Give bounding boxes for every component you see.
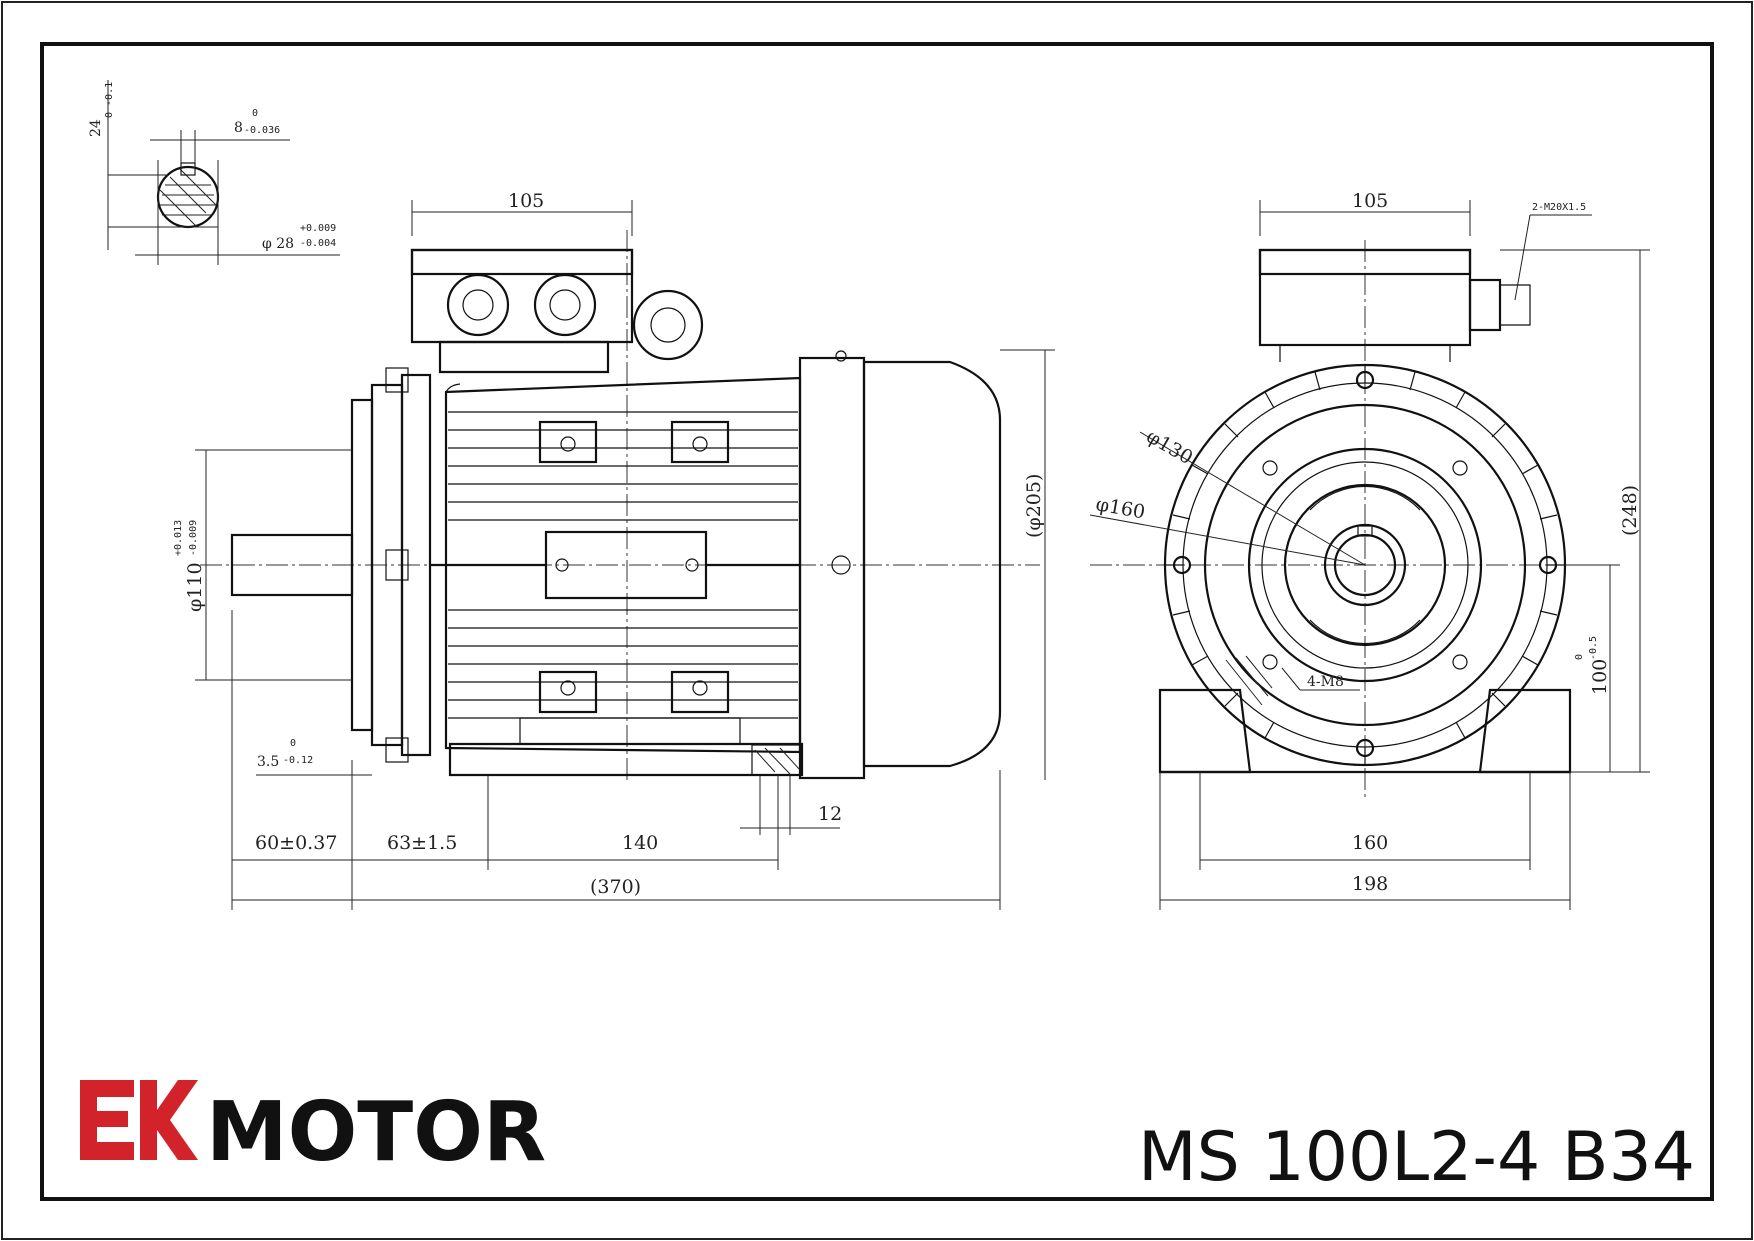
front-bolt-holes: 4-M8 xyxy=(1307,674,1344,690)
side-terminal-box-width: 105 xyxy=(508,190,544,212)
front-shaft-height-tol-lower: -0.5 xyxy=(1588,636,1599,660)
drawing-frame xyxy=(40,42,1714,1201)
side-flange-dia-tol-lower: -0.009 xyxy=(188,520,199,556)
shaft-dia-tol-upper: +0.009 xyxy=(300,223,336,234)
side-flange-dia-tol-upper: +0.013 xyxy=(173,520,184,556)
side-overall-length: (370) xyxy=(590,876,641,898)
front-shaft-height: 100 xyxy=(1589,659,1611,695)
key-width-tol-upper: 0 xyxy=(252,108,258,119)
side-shaft-to-foot: 63±1.5 xyxy=(387,832,457,854)
front-pcd-outer: φ160 xyxy=(1094,493,1147,523)
front-base-width: 198 xyxy=(1352,873,1388,895)
motor-front-view: 105 2-M20X1.5 φ130 φ160 4-M8 (248) 100 0… xyxy=(1089,190,1650,910)
side-foot-spacing: 140 xyxy=(622,832,658,854)
front-overall-height: (248) xyxy=(1619,485,1641,536)
keyway-height-tol: 0 -0.1 xyxy=(104,82,115,118)
side-overall-height: (φ205) xyxy=(1023,474,1045,538)
shaft-key-detail: 24 0 -0.1 8 0 -0.036 φ 28 +0.009 -0.004 xyxy=(88,80,340,265)
front-gland: 2-M20X1.5 xyxy=(1532,202,1586,213)
brand-name: MOTOR xyxy=(206,1085,546,1180)
model-number: MS 100L2-4 B34 xyxy=(1138,1118,1695,1197)
shaft-dia-tol-lower: -0.004 xyxy=(300,238,336,249)
keyway-height-label: 24 xyxy=(88,119,104,137)
front-pcd-inner: φ130 xyxy=(1143,425,1197,469)
shaft-dia-label: φ 28 xyxy=(262,236,294,252)
key-width-tol-lower: -0.036 xyxy=(244,125,280,136)
side-spigot: 3.5 xyxy=(257,754,279,770)
front-terminal-box-width: 105 xyxy=(1352,190,1388,212)
side-shaft-len: 60±0.37 xyxy=(255,832,337,854)
ek-logo-mark xyxy=(80,1080,198,1160)
side-foot-hole: 12 xyxy=(818,803,842,825)
front-shaft-height-tol-upper: 0 xyxy=(1574,654,1585,660)
side-spigot-tol-lower: -0.12 xyxy=(283,755,313,766)
side-spigot-tol-upper: 0 xyxy=(290,738,296,749)
motor-side-view: 105 φ110 +0.013 -0.009 (φ205) 60±0.37 63… xyxy=(173,190,1055,910)
key-width-label: 8 xyxy=(234,120,243,136)
brand-logo: MOTOR xyxy=(80,1080,546,1180)
side-flange-dia: φ110 xyxy=(184,562,206,612)
front-foot-span: 160 xyxy=(1352,832,1388,854)
